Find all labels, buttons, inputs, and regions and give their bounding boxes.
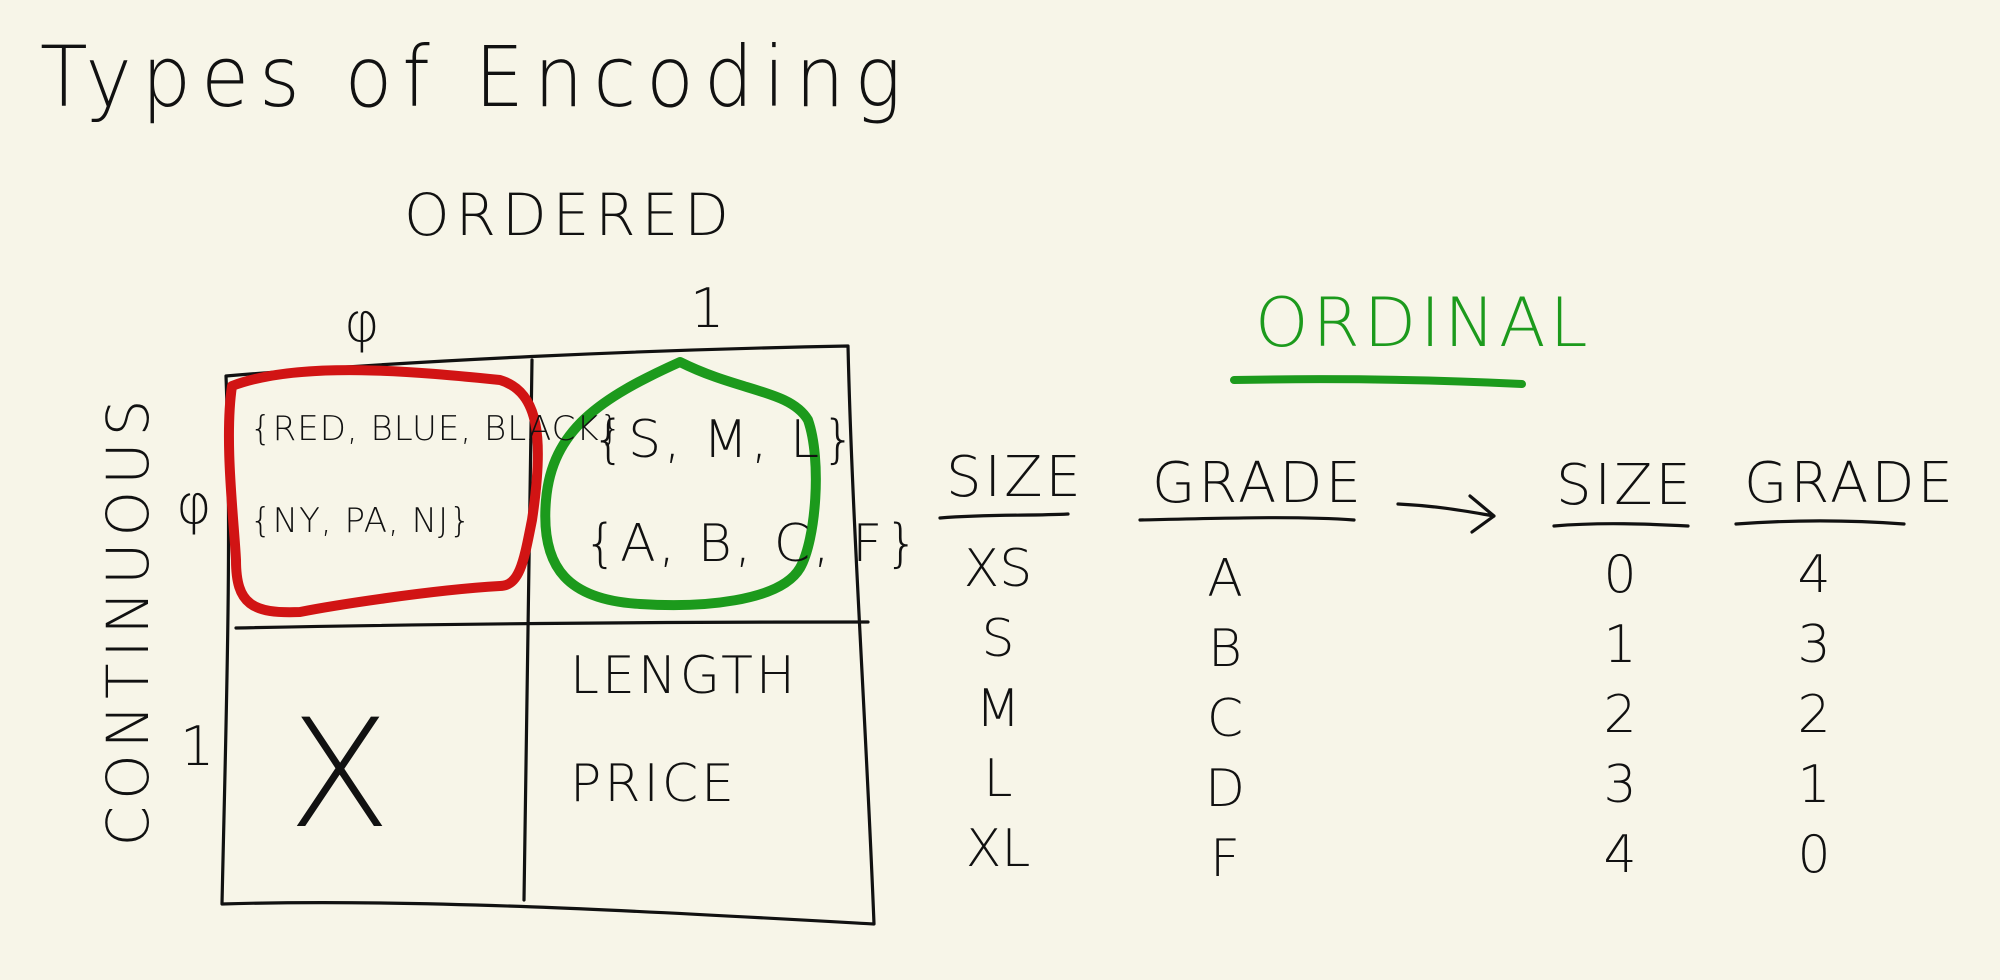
- list-item: 2: [1797, 685, 1831, 745]
- list-item: 2: [1603, 685, 1637, 745]
- list-item: A: [1207, 549, 1243, 609]
- list-item: L: [983, 749, 1013, 809]
- grade-header-encoded: GRADE: [1744, 451, 1956, 516]
- size-header-underline: [938, 512, 1070, 520]
- list-item: 0: [1797, 825, 1831, 885]
- ordered-axis-label: ORDERED: [404, 181, 735, 249]
- impossible-cell-mark: X: [288, 688, 391, 862]
- size-encoded-column: 0 1 2 3 4: [1580, 540, 1660, 890]
- ordinal-title: ORDINAL: [1255, 284, 1592, 363]
- size-header-encoded: SIZE: [1556, 453, 1694, 518]
- grade-header-underline-after: [1734, 519, 1906, 526]
- continuous-tick-1: 1: [180, 715, 215, 778]
- list-item: 4: [1603, 825, 1637, 885]
- list-item: D: [1204, 759, 1246, 819]
- list-item: 0: [1603, 545, 1637, 605]
- list-item: 3: [1797, 615, 1831, 675]
- continuous-example-length: LENGTH: [570, 646, 799, 706]
- list-item: 1: [1797, 755, 1831, 815]
- list-item: B: [1207, 619, 1243, 679]
- matrix-frame: [220, 344, 876, 926]
- grade-column: A B C D F: [1170, 544, 1280, 894]
- continuous-example-price: PRICE: [570, 754, 737, 814]
- ordinal-circle: [540, 357, 821, 611]
- size-header: SIZE: [946, 445, 1084, 510]
- arrow-icon: [1396, 494, 1496, 534]
- nominal-set-states: {NY, PA, NJ}: [250, 501, 472, 541]
- ordered-tick-0: φ: [344, 291, 380, 354]
- list-item: 1: [1603, 615, 1637, 675]
- list-item: 3: [1603, 755, 1637, 815]
- list-item: S: [981, 609, 1015, 669]
- size-column: XS S M L XL: [938, 534, 1058, 884]
- grade-header: GRADE: [1152, 451, 1364, 516]
- ordinal-underline: [1230, 375, 1526, 388]
- page-title: Types of Encoding: [40, 29, 912, 127]
- ordered-tick-1: 1: [690, 277, 725, 340]
- list-item: C: [1206, 689, 1244, 749]
- list-item: XL: [965, 819, 1031, 879]
- continuous-axis-label: CONTINUOUS: [94, 393, 162, 847]
- ordinal-set-sizes: {S, M, L}: [592, 410, 859, 470]
- list-item: XS: [963, 539, 1033, 599]
- matrix-horizontal-divider: [234, 620, 870, 630]
- list-item: M: [975, 679, 1021, 739]
- nominal-circle: [223, 365, 543, 618]
- size-header-underline-after: [1552, 522, 1690, 528]
- list-item: F: [1210, 829, 1240, 889]
- list-item: 4: [1797, 545, 1831, 605]
- grade-header-underline: [1138, 516, 1356, 522]
- nominal-set-colors: {RED, BLUE, BLACK}: [250, 409, 623, 449]
- matrix-vertical-divider: [522, 358, 534, 902]
- ordinal-set-grades: {A, B, C, F}: [584, 514, 922, 574]
- continuous-tick-0: φ: [176, 473, 212, 536]
- grade-encoded-column: 4 3 2 1 0: [1774, 540, 1854, 890]
